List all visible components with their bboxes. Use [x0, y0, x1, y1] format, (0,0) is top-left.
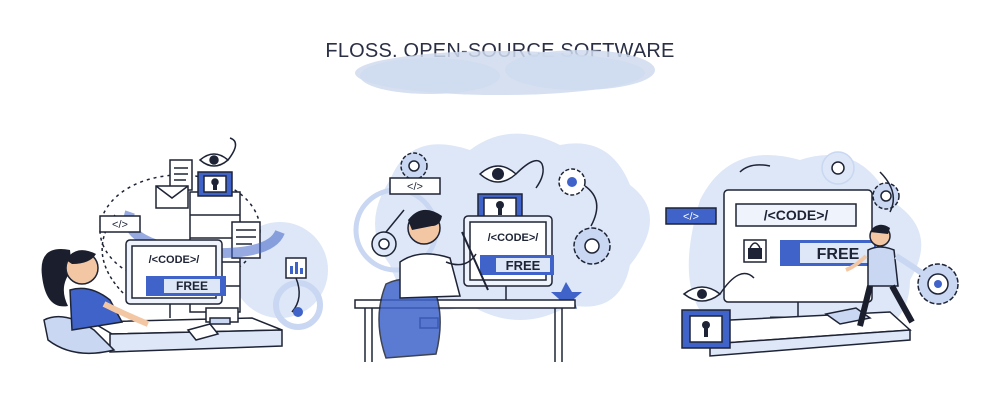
- code-tag-icon: [99, 215, 141, 233]
- scene-right: [665, 151, 959, 357]
- scene-left: [41, 137, 328, 355]
- free-label-middle: FREE: [506, 258, 541, 273]
- code-tag-label-right: </>: [683, 211, 699, 223]
- eye-icon: [198, 153, 230, 167]
- free-label-left: FREE: [176, 279, 208, 293]
- code-tag-label-left: </>: [112, 219, 128, 231]
- code-tag-label-middle: </>: [407, 181, 423, 193]
- scene-middle: [353, 133, 650, 362]
- gear-icon: [400, 152, 428, 180]
- envelope-icon: [155, 185, 189, 209]
- chart-icon: [285, 257, 307, 279]
- lock-icon: [197, 171, 233, 197]
- code-screen-label-left: /<CODE>/: [149, 254, 200, 266]
- target-icon: [917, 263, 959, 305]
- code-screen-label-right: /<CODE>/: [764, 207, 829, 223]
- free-label-right: FREE: [817, 246, 860, 263]
- code-screen-label-middle: /<CODE>/: [488, 232, 539, 244]
- gear-icon: [872, 182, 900, 210]
- title-cloud: [355, 50, 655, 95]
